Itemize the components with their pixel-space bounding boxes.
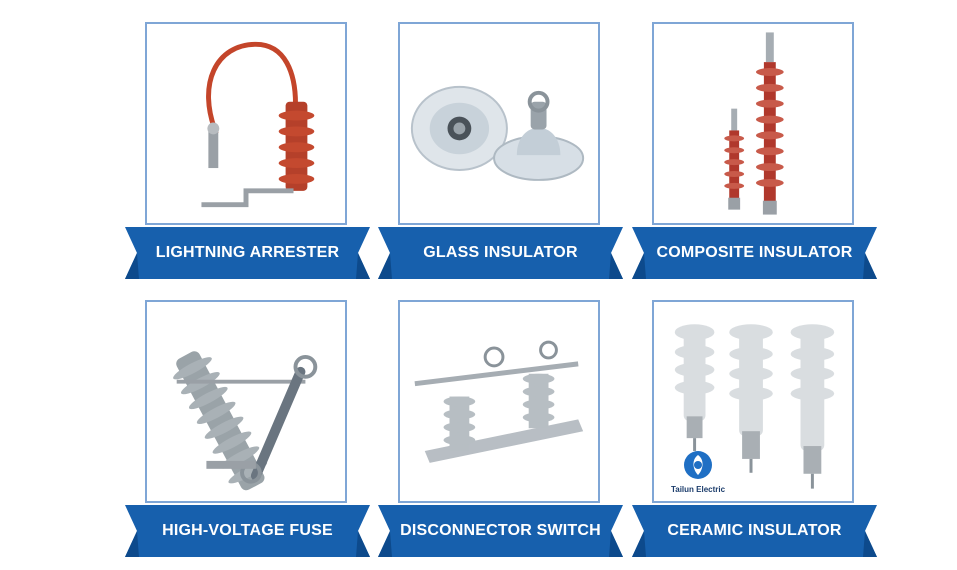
product-banner: COMPOSITE INSULATOR <box>632 227 877 279</box>
logo-icon <box>684 451 712 479</box>
product-card-composite-insulator[interactable]: COMPOSITE INSULATOR <box>632 22 882 292</box>
product-banner: GLASS INSULATOR <box>378 227 623 279</box>
product-card-disconnector-switch[interactable]: DISCONNECTOR SWITCH <box>378 300 628 570</box>
lightning-arrester-image <box>145 22 347 225</box>
product-card-lightning-arrester[interactable]: LIGHTNING ARRESTER <box>125 22 375 292</box>
composite-insulator-image <box>652 22 854 225</box>
product-banner: DISCONNECTOR SWITCH <box>378 505 623 557</box>
product-label: LIGHTNING ARRESTER <box>155 244 340 261</box>
tailun-electric-logo: Tailun Electric <box>670 450 726 494</box>
product-card-ceramic-insulator[interactable]: Tailun Electric CERAMIC INSULATOR <box>632 300 882 570</box>
product-banner: CERAMIC INSULATOR <box>632 505 877 557</box>
product-banner: LIGHTNING ARRESTER <box>125 227 370 279</box>
product-card-high-voltage-fuse[interactable]: HIGH-VOLTAGE FUSE <box>125 300 375 570</box>
product-card-glass-insulator[interactable]: GLASS INSULATOR <box>378 22 628 292</box>
product-label: DISCONNECTOR SWITCH <box>400 522 601 539</box>
logo-text: Tailun Electric <box>670 485 726 494</box>
disconnector-switch-image <box>398 300 600 503</box>
high-voltage-fuse-image <box>145 300 347 503</box>
product-label: GLASS INSULATOR <box>423 244 578 261</box>
product-label: HIGH-VOLTAGE FUSE <box>162 522 333 539</box>
product-label: CERAMIC INSULATOR <box>667 522 842 539</box>
glass-insulator-image <box>398 22 600 225</box>
product-label: COMPOSITE INSULATOR <box>656 244 853 261</box>
product-banner: HIGH-VOLTAGE FUSE <box>125 505 370 557</box>
